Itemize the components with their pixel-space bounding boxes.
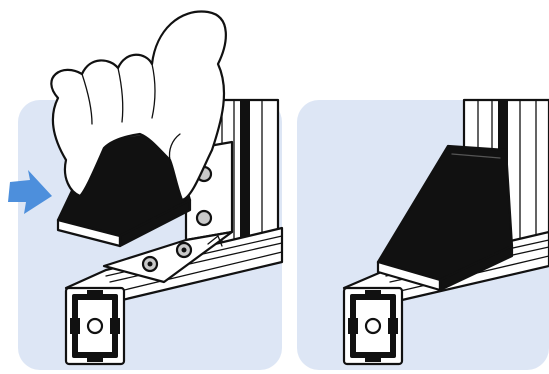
right-step-panel: [297, 100, 549, 370]
left-step-panel: [8, 12, 282, 370]
